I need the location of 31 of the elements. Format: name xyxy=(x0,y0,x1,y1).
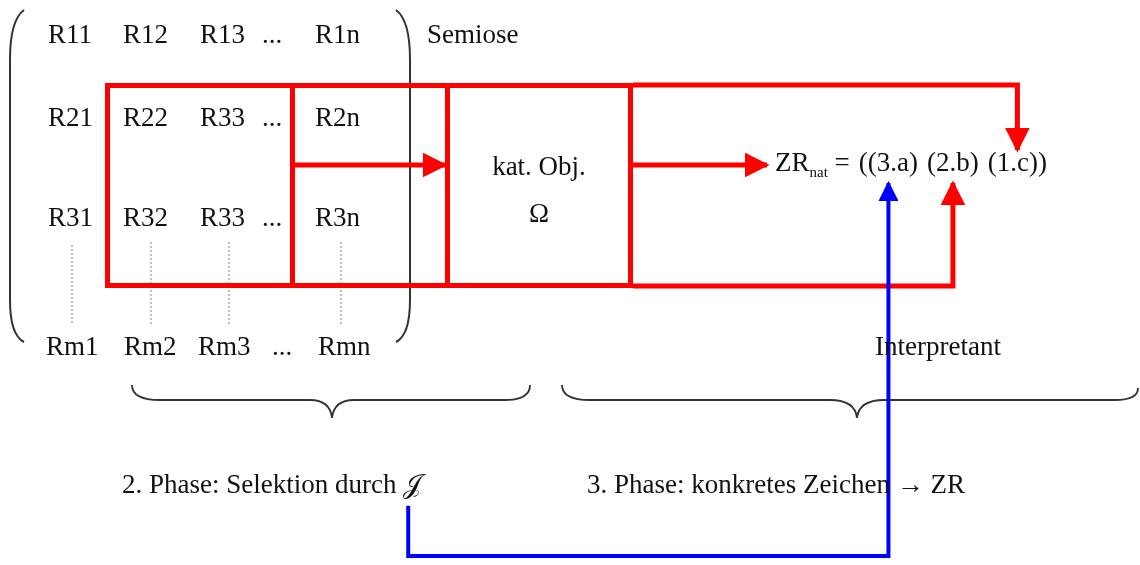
symbol-label: Ω xyxy=(527,198,551,229)
arrow xyxy=(633,152,770,178)
matrix-entry: R22 xyxy=(123,103,168,133)
ellipsis: ... xyxy=(262,203,283,233)
matrix-entry: R21 xyxy=(48,103,93,133)
matrix-entry: Rm1 xyxy=(46,332,99,362)
arrow xyxy=(633,82,1030,153)
formula-term: ((3.a) xyxy=(858,148,919,181)
matrix-entry: R33 xyxy=(200,103,245,133)
matrix-entry: R11 xyxy=(48,20,92,50)
matrix-entry: R1n xyxy=(315,20,360,50)
matrix-entry: R12 xyxy=(123,20,168,50)
ellipsis: ... xyxy=(262,20,283,50)
side-label: Semiose xyxy=(427,20,519,50)
box-label: kat. Obj. xyxy=(491,151,587,182)
arrow xyxy=(406,180,899,558)
matrix-entry: R3n xyxy=(315,203,360,233)
formula-term: (2.b) xyxy=(927,148,979,181)
matrix-entry: Rm2 xyxy=(124,332,177,362)
formula-term: (1.c)) xyxy=(987,148,1047,181)
formula-text: ZR$_{nat}$ = xyxy=(775,148,850,181)
matrix-entry: R13 xyxy=(200,20,245,50)
matrix-entry: R2n xyxy=(315,103,360,133)
matrix-entry: Rmn xyxy=(318,332,371,362)
arrow xyxy=(633,180,966,289)
ellipsis: ... xyxy=(262,103,283,133)
ellipsis: ... xyxy=(272,332,293,362)
matrix-entry: R32 xyxy=(123,203,168,233)
matrix-entry: R33 xyxy=(200,203,245,233)
matrix-entry: Rm3 xyxy=(198,332,251,362)
matrix-entry: R31 xyxy=(48,203,93,233)
